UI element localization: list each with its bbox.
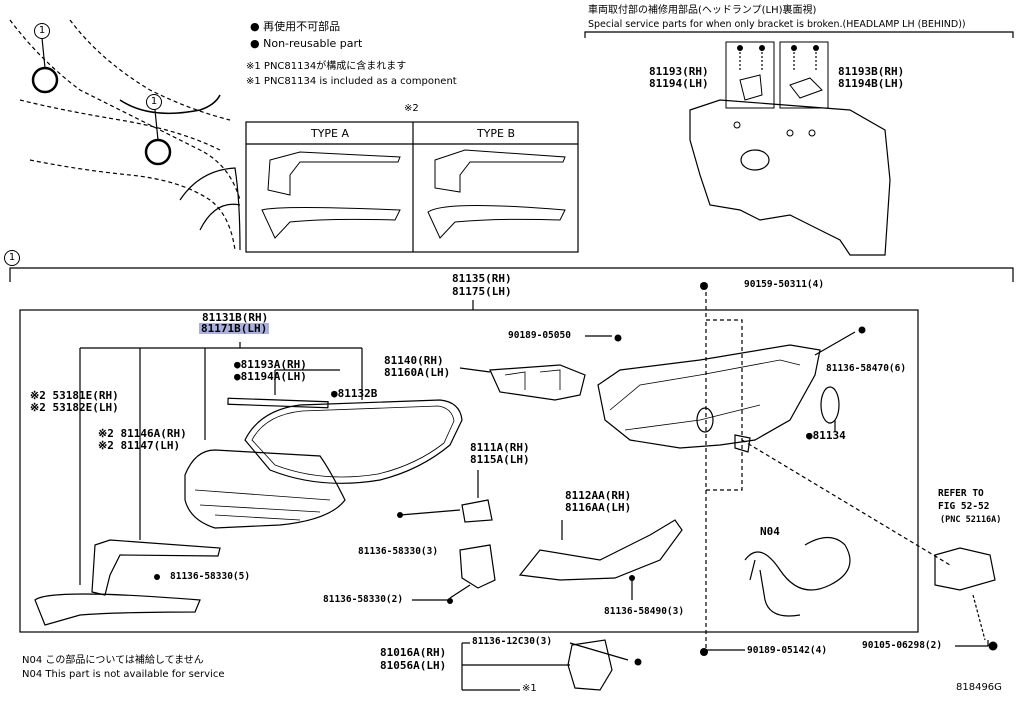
- note1-en: ※1 PNC81134 is included as a component: [246, 76, 457, 87]
- part-53182e[interactable]: ※2 53182E(LH): [30, 401, 119, 414]
- part-8115a[interactable]: 8115A(LH): [470, 453, 530, 466]
- part-81132b[interactable]: ●81132B: [331, 387, 378, 400]
- part-8111a[interactable]: 8111A(RH): [470, 441, 530, 454]
- part-81194b[interactable]: 81194B(LH): [838, 77, 905, 90]
- legend-non-reusable-jp: ● 再使用不可部品: [250, 20, 341, 33]
- headlamp-body: [597, 344, 821, 449]
- bracket-lower: [459, 544, 496, 589]
- refer-line-2[interactable]: FIG 52-52: [938, 501, 990, 512]
- headlamp-rear-view: [689, 99, 891, 256]
- part-81146a[interactable]: ※2 81146A(RH): [98, 427, 187, 440]
- refer-bracket: [934, 547, 996, 591]
- screw-icon: [397, 512, 403, 518]
- part-81016a[interactable]: 81016A(RH): [380, 646, 447, 659]
- service-box-left: [725, 41, 775, 109]
- assembly-bracket: [9, 267, 1014, 282]
- service-title-en: Special service parts for when only brac…: [588, 19, 966, 30]
- part-81136-58330-5[interactable]: 81136-58330(5): [170, 571, 251, 582]
- clip-icon: [614, 334, 622, 342]
- part-81136-58330-2[interactable]: 81136-58330(2): [323, 594, 404, 605]
- part-81175[interactable]: 81175(LH): [452, 285, 512, 298]
- nut-icon: [700, 648, 708, 656]
- callout-1: 1: [34, 23, 50, 39]
- part-90189-05142[interactable]: 90189-05142(4): [747, 645, 828, 656]
- part-90189-05050[interactable]: 90189-05050: [508, 330, 571, 341]
- part-8112aa[interactable]: 8112AA(RH): [565, 489, 632, 502]
- ecu-note-mark: ※1: [522, 683, 537, 694]
- figure-code: 818496G: [956, 682, 1002, 693]
- ecu-module: [567, 639, 613, 691]
- screw-icon: [629, 575, 635, 581]
- reflector: [489, 364, 586, 401]
- seal-strip: [227, 397, 329, 409]
- part-81136-58470[interactable]: 81136-58470(6): [826, 363, 907, 374]
- part-81193[interactable]: 81193(RH): [649, 65, 709, 78]
- n04-note-en: N04 This part is not available for servi…: [22, 669, 225, 680]
- bolt-icon: [988, 641, 998, 651]
- part-81160a[interactable]: 81160A(LH): [384, 366, 451, 379]
- headlamp-housing: [184, 449, 346, 529]
- part-81147[interactable]: ※2 81147(LH): [98, 439, 181, 452]
- screw-icon: [858, 326, 866, 334]
- note1-jp: ※1 PNC81134が構成に含まれます: [246, 61, 407, 72]
- drl-strip: [518, 519, 683, 581]
- service-title-jp: 車両取付部の補修用部品(ヘッドランプ(LH)裏面視): [588, 5, 817, 16]
- bolt-icon: [700, 282, 708, 290]
- lens-outline: [244, 399, 463, 484]
- screw-icon: [447, 598, 453, 604]
- type-b-label: TYPE B: [476, 127, 516, 140]
- part-53181e[interactable]: ※2 53181E(RH): [30, 389, 119, 402]
- wire-harness: [744, 536, 851, 617]
- part-81171b-highlighted[interactable]: 81171B(LH): [199, 322, 270, 335]
- type-box: [245, 121, 579, 253]
- part-81194[interactable]: 81194(LH): [649, 77, 709, 90]
- part-90105-06298[interactable]: 90105-06298(2): [862, 640, 943, 651]
- refer-line-3[interactable]: (PNC 52116A): [940, 515, 1002, 525]
- part-81193b[interactable]: 81193B(RH): [838, 65, 905, 78]
- part-90159-50311[interactable]: 90159-50311(4): [744, 279, 825, 290]
- bracket-8111a: [461, 499, 493, 523]
- n04-note-jp: N04 この部品については補給してません: [22, 655, 204, 666]
- assembly-frame: [19, 309, 919, 633]
- part-81140[interactable]: 81140(RH): [384, 354, 444, 367]
- part-81135[interactable]: 81135(RH): [452, 272, 512, 285]
- callout-1: 1: [4, 250, 20, 266]
- service-bracket: [584, 31, 1014, 38]
- part-81193a[interactable]: ●81193A(RH): [234, 358, 307, 371]
- part-81136-58490[interactable]: 81136-58490(3): [604, 606, 685, 617]
- type-a-label: TYPE A: [310, 127, 350, 140]
- refer-line-1[interactable]: REFER TO: [938, 488, 984, 499]
- type-box-mark: ※2: [404, 103, 419, 114]
- vehicle-front-sketch: [9, 19, 241, 251]
- part-81134[interactable]: ●81134: [806, 429, 846, 442]
- service-box-right: [779, 41, 829, 109]
- part-81194a[interactable]: ●81194A(LH): [234, 370, 307, 383]
- garnish-bracket: [91, 539, 221, 596]
- screw-icon: [634, 658, 642, 666]
- cover-strip: [34, 593, 201, 626]
- legend-non-reusable-en: ● Non-reusable part: [250, 37, 363, 50]
- part-81136-58330-3[interactable]: 81136-58330(3): [358, 546, 439, 557]
- screw-icon: [154, 574, 160, 580]
- part-n04[interactable]: N04: [760, 525, 780, 538]
- part-8116aa[interactable]: 8116AA(LH): [565, 501, 632, 514]
- headlamp-location-2: [144, 138, 172, 166]
- callout-1: 1: [146, 94, 162, 110]
- headlamp-location-1: [31, 66, 59, 94]
- part-81056a[interactable]: 81056A(LH): [380, 659, 447, 672]
- part-81131b[interactable]: 81131B(RH): [202, 311, 269, 324]
- part-81136-12c30[interactable]: 81136-12C30(3): [472, 636, 553, 647]
- wheel-arch: [179, 167, 241, 251]
